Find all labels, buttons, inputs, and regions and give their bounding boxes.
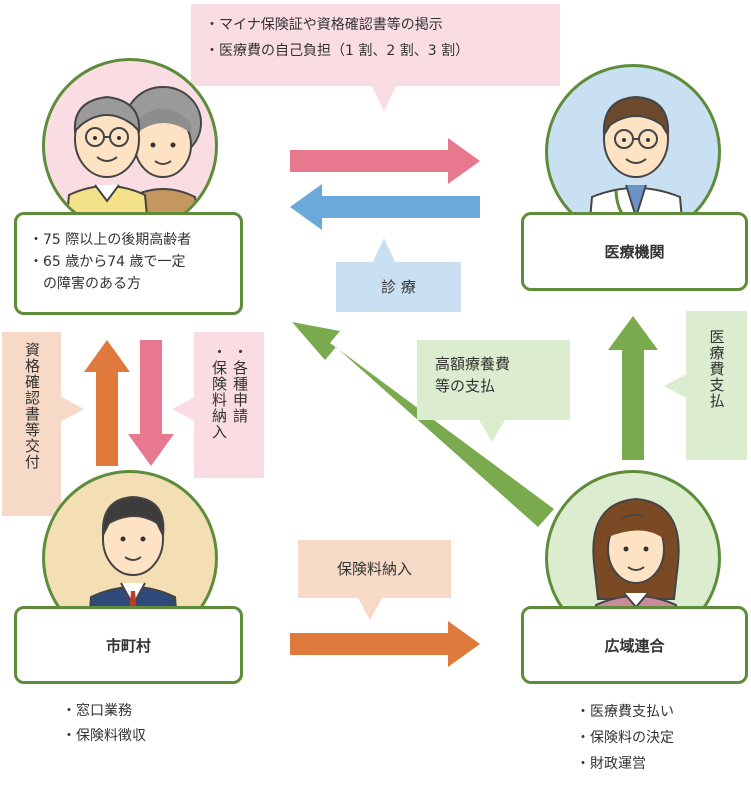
union-label: 広域連合	[604, 636, 665, 655]
kougaku-pointer	[479, 420, 505, 442]
municipality-duties: ・窓口業務 ・保険料徴収	[62, 699, 146, 749]
shikaku-label: 資格確認書等交付	[23, 342, 41, 470]
premium-callout: 保険料納入	[298, 540, 451, 598]
arrow-municipality-to-patient	[84, 340, 130, 466]
shinryo-callout: 診 療	[336, 262, 461, 312]
municipality-duty: ・窓口業務	[62, 703, 132, 719]
patients-item: の障害のある方	[29, 276, 141, 292]
municipality-duty: ・保険料徴収	[62, 728, 146, 744]
shikaku-pointer	[60, 396, 84, 422]
top-notice-pointer	[372, 86, 396, 112]
shinsei-col1: ・各種申請	[231, 344, 249, 424]
shinryo-pointer	[372, 238, 396, 264]
arrow-hospital-to-patient	[290, 184, 480, 230]
union-duty: ・保険料の決定	[576, 730, 674, 746]
patients-box: ・75 際以上の後期高齢者 ・65 歳から74 歳で一定 の障害のある方	[14, 212, 243, 315]
municipality-label: 市町村	[105, 636, 151, 655]
top-notice-item: ・マイナ保険証や資格確認書等の掲示	[205, 17, 443, 33]
hospital-avatar	[545, 64, 721, 240]
union-duty: ・医療費支払い	[576, 704, 674, 720]
arrow-union-to-hospital	[608, 316, 658, 460]
kougaku-callout: 高額療養費 等の支払	[417, 340, 570, 420]
shinsei-callout: ・各種申請 ・保険料納入	[194, 332, 264, 478]
patients-avatar	[42, 58, 218, 234]
union-duties: ・医療費支払い ・保険料の決定 ・財政運営	[576, 699, 674, 777]
patients-item: ・75 際以上の後期高齢者	[29, 232, 192, 248]
patients-item: ・65 歳から74 歳で一定	[29, 254, 186, 270]
arrow-union-to-patient	[292, 322, 554, 527]
municipality-box: 市町村	[14, 606, 243, 684]
shinsei-pointer	[172, 396, 196, 422]
shinsei-col2: ・保険料納入	[210, 344, 228, 440]
premium-pointer	[358, 598, 382, 620]
arrow-municipality-to-union	[290, 621, 480, 667]
top-notice-item: ・医療費の自己負担（1 割、2 割、3 割）	[205, 43, 470, 59]
iryouhi-label: 医療費支払	[707, 329, 726, 409]
kougaku-line1: 高額療養費	[435, 355, 511, 373]
top-notice-callout: ・マイナ保険証や資格確認書等の掲示 ・医療費の自己負担（1 割、2 割、3 割）	[191, 4, 560, 86]
hospital-label: 医療機関	[604, 243, 665, 261]
union-duty: ・財政運営	[576, 756, 646, 772]
arrow-patient-to-hospital	[290, 138, 480, 184]
premium-label: 保険料納入	[336, 560, 412, 578]
iryouhi-pointer	[664, 373, 688, 399]
union-box: 広域連合	[521, 606, 748, 684]
hospital-box: 医療機関	[521, 212, 748, 291]
kougaku-line2: 等の支払	[435, 377, 496, 395]
iryouhi-callout: 医療費支払	[686, 311, 747, 460]
shinryo-label: 診 療	[381, 278, 416, 296]
arrow-patient-to-municipality	[128, 340, 174, 466]
shikaku-callout: 資格確認書等交付	[2, 332, 61, 516]
